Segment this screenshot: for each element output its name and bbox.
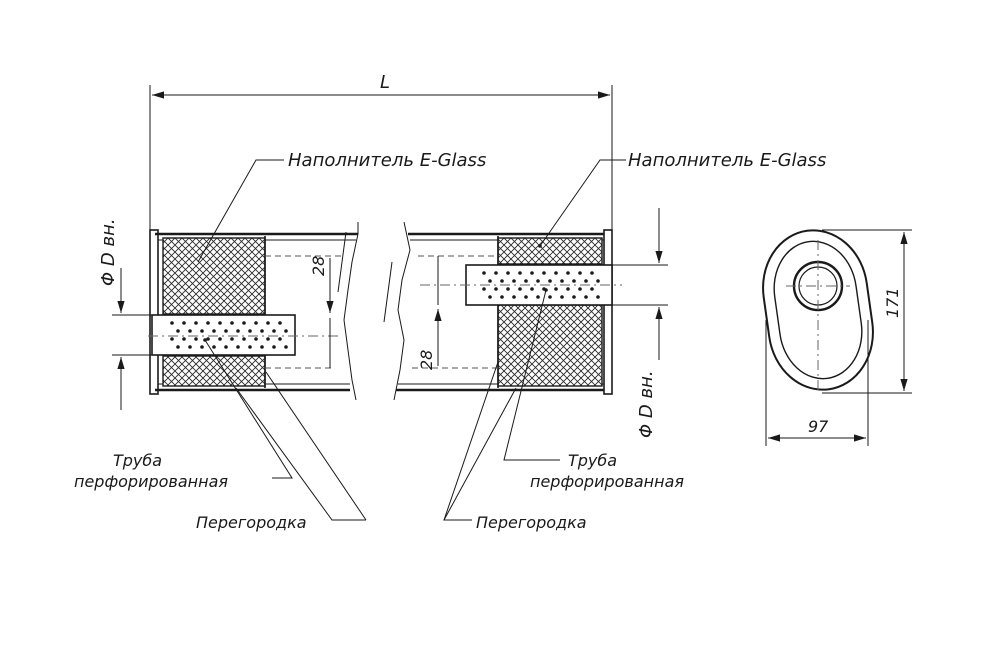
height-label: 171 [883,287,902,318]
dim-28-left-label: 28 [309,256,328,276]
perforated-pipe-left [151,314,296,356]
length-label: L [380,72,390,93]
pipe-callout-left: Труба перфорированная [74,338,293,491]
baffle-callout-left: Перегородка [196,371,367,532]
diameter-label-left: Φ D вн. [98,218,119,286]
pipe-label-right-1: Труба [568,451,617,470]
filler-callout-left: Наполнитель E-Glass [197,150,486,263]
dim-28-right: 28 [417,256,442,370]
right-section [383,221,622,401]
baffle-label-right: Перегородка [476,513,587,532]
perforation-holes-left [170,321,288,349]
filler-left-bottom [162,355,266,387]
filler-right-bottom [497,304,603,387]
baffle-label-left: Перегородка [196,513,307,532]
pipe-label-right-2: перфорированная [530,472,684,491]
oval-inner [773,240,863,380]
perforation-holes-right [482,271,600,299]
left-section [148,222,359,401]
diameter-dimension-left: Φ D вн. [98,218,152,410]
length-dimension: L [149,72,613,230]
pipe-label-left-2: перфорированная [74,472,228,491]
dim-28-right-label: 28 [417,350,436,370]
filler-label-left: Наполнитель E-Glass [288,150,486,171]
width-dimension: 97 [765,320,869,446]
pipe-label-left-1: Труба [113,451,162,470]
filler-label-right: Наполнитель E-Glass [628,150,826,171]
filler-right-top [497,237,603,265]
baffle-callout-right: Перегородка [443,361,587,532]
dim-28-left: 28 [309,256,334,368]
diameter-label-right: Φ D вн. [636,370,657,438]
oval-end-view [762,229,874,391]
diameter-dimension-right: Φ D вн. [612,208,668,438]
width-label: 97 [808,417,829,436]
height-dimension: 171 [822,229,912,394]
filler-left-top [162,237,266,315]
filler-callout-right: Наполнитель E-Glass [538,150,826,248]
pipe-callout-right: Труба перфорированная [503,288,684,491]
